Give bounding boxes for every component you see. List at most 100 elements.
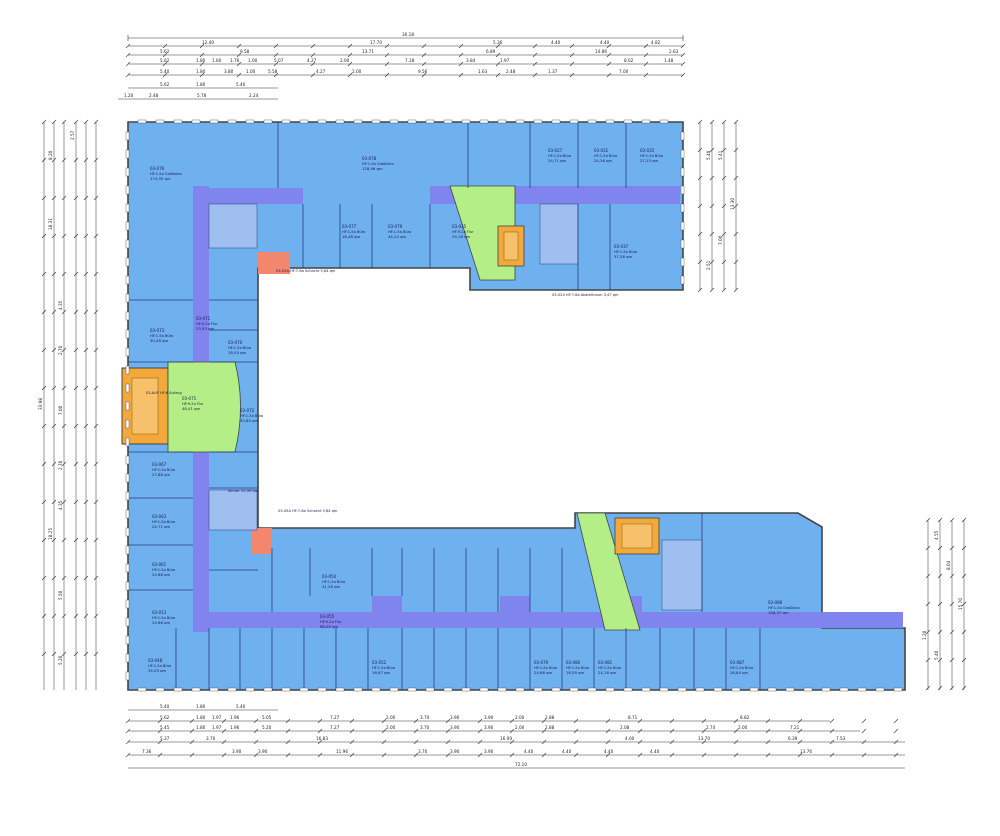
dimension-tick	[961, 601, 967, 607]
dimension-tick	[937, 629, 943, 635]
window	[191, 119, 201, 124]
dim-left-overall: 33.98	[38, 398, 43, 410]
window	[125, 185, 130, 195]
room-03-087: 03-087 HF:1-5a Büro 26,84 qm	[730, 660, 753, 675]
dim-top-r1-3: 5.36	[493, 40, 503, 45]
dim-top-r4-7: 2.00	[352, 69, 362, 74]
dimension-tick	[93, 537, 99, 543]
window	[125, 455, 130, 465]
window	[680, 203, 685, 213]
dimension-tick	[73, 195, 79, 201]
window	[125, 617, 130, 627]
dimension-tick	[41, 651, 47, 657]
window	[125, 311, 130, 321]
dim-top-r2-4: 6.89	[486, 49, 496, 54]
dimension-tick	[384, 52, 390, 58]
window	[125, 221, 130, 231]
room-03-052: 03-052 HF:1-5a Büro 16,67 qm	[372, 660, 395, 675]
dimension-tick	[189, 739, 195, 745]
window	[317, 687, 327, 692]
dim-top-r3-5: 1.00	[248, 58, 258, 63]
room-use: HF:1-5a Büro	[534, 666, 557, 670]
window	[803, 687, 813, 692]
dim-left-2: 18.31	[48, 218, 53, 230]
dim-bot-r5-12: 13.76	[800, 749, 812, 754]
room-03-080: 03-080 HF:1-5a Büro 18,59 qm	[566, 660, 589, 675]
dim-left-3: 18.25	[48, 528, 53, 540]
dimension-tick	[937, 573, 943, 579]
dimension-tick	[61, 499, 67, 505]
dimension-tick	[41, 423, 47, 429]
room-03-055: 03-055 HF:9-2a Flur 68,05 qm	[320, 614, 342, 629]
dim-bot-r4-2: 3.70	[206, 736, 216, 741]
dimension-tick	[925, 517, 931, 523]
window	[191, 687, 201, 692]
dimension-tick	[573, 752, 579, 758]
dimension-tick	[93, 499, 99, 505]
dim-top-r3-13: 1.48	[664, 58, 674, 63]
room-id: 03-079	[388, 224, 403, 229]
dimension-tick	[680, 61, 686, 67]
dimension-tick	[384, 61, 390, 67]
window	[680, 239, 685, 249]
dimension-tick	[829, 718, 835, 724]
room-id: 03-037	[614, 244, 629, 249]
room-03-081: 03-081 HF:1-5a Büro 24,16 qm	[598, 660, 621, 675]
room-03-027: 03-027 HF:1-5a Büro 24,71 qm	[548, 148, 571, 163]
room-use: HF:1-5a Büro	[152, 520, 175, 524]
top-dimension-chains: 30.18 12.40 17.70 5.36 4.40 4.40 4.82 5.…	[118, 32, 686, 100]
dimension-tick	[93, 233, 99, 239]
window	[680, 185, 685, 195]
dimension-tick	[541, 728, 547, 734]
room-id: 03-079	[534, 660, 549, 665]
window	[155, 119, 165, 124]
dimension-tick	[765, 752, 771, 758]
dimension-tick	[697, 231, 703, 237]
dimension-tick	[51, 233, 57, 239]
dimension-tick	[162, 43, 168, 49]
room-id: 03-052	[372, 660, 387, 665]
dim-right-l2: 8.04	[946, 560, 951, 570]
room-03-013: 03-013 HF:1-5a Büro 24,66 qm	[152, 610, 175, 625]
window	[587, 687, 597, 692]
dimension-tick	[541, 739, 547, 745]
room-use: HF:1-5a Büro	[240, 414, 263, 418]
window	[659, 119, 669, 124]
dim-top-r2-3: 13.71	[362, 49, 374, 54]
room-id: 03-088	[768, 600, 783, 605]
dimension-tick	[93, 195, 99, 201]
dimension-tick	[125, 718, 131, 724]
dimension-tick	[637, 752, 643, 758]
dimension-tick	[733, 718, 739, 724]
window	[353, 687, 363, 692]
dimension-tick	[73, 271, 79, 277]
dim-bot-r2-11: 2.00	[515, 715, 525, 720]
corridor-south-bump-2	[500, 596, 530, 616]
wc-block-southeast	[661, 539, 703, 611]
window	[680, 167, 685, 177]
dimension-tick	[569, 72, 575, 78]
dimension-tick	[541, 718, 547, 724]
dim-top-r1-5: 4.40	[600, 40, 610, 45]
dimension-tick	[961, 545, 967, 551]
dimension-tick	[199, 61, 205, 67]
dimension-tick	[861, 718, 867, 724]
dimension-tick	[532, 72, 538, 78]
window	[335, 687, 345, 692]
room-area: 27,23 qm	[640, 158, 658, 163]
dimension-tick	[643, 52, 649, 58]
window	[125, 167, 130, 177]
dimension-tick	[445, 728, 451, 734]
dimension-tick	[829, 728, 835, 734]
dim-bot-r2-2: 1.80	[196, 715, 206, 720]
dimension-tick	[605, 728, 611, 734]
dimension-tick	[157, 739, 163, 745]
dimension-tick	[347, 43, 353, 49]
label-schacht-lower: 03-05A HF:7-6a Schacht 5,64 qm	[278, 509, 338, 513]
dimension-tick	[83, 347, 89, 353]
window	[299, 119, 309, 124]
dimension-tick	[73, 651, 79, 657]
dimension-tick	[349, 752, 355, 758]
dimension-tick	[961, 685, 967, 691]
left-dimension-chains: 33.98 8.20 18.31 18.25 4.35 2.70 7.00 2.…	[38, 119, 99, 690]
